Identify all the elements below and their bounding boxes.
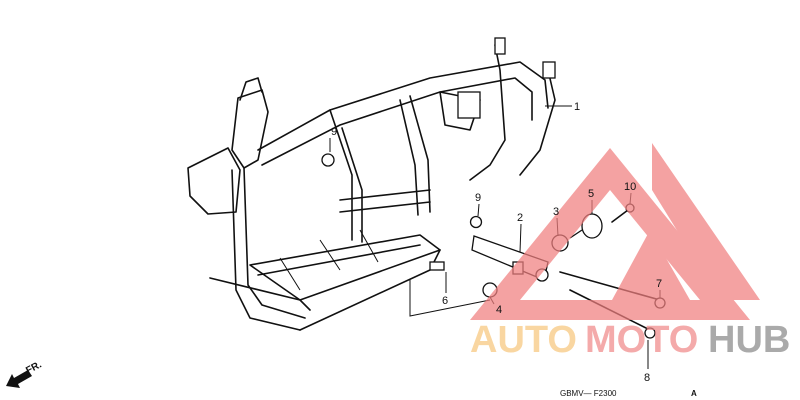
watermark-auto: AUTO — [470, 319, 577, 361]
direction-label: FR. — [24, 359, 44, 376]
callout-10: 10 — [624, 181, 636, 193]
callout-9-lower: 9 — [475, 192, 481, 204]
callout-5: 5 — [588, 188, 594, 200]
callout-7: 7 — [656, 278, 662, 290]
callout-1: 1 — [574, 101, 580, 113]
callouts: 1 2 3 4 5 6 7 8 9 9 10 — [331, 101, 662, 384]
callout-3: 3 — [553, 206, 559, 218]
watermark-hub: HUB — [708, 319, 790, 361]
callout-9-upper: 9 — [331, 126, 337, 138]
callout-6: 6 — [442, 295, 448, 307]
frame-body — [187, 37, 556, 331]
watermark-moto: MOTO — [585, 319, 698, 361]
nut-9-upper — [321, 153, 335, 167]
nut-9-lower — [469, 215, 483, 229]
callout-2: 2 — [517, 212, 523, 224]
drawing-variant: A — [691, 389, 697, 398]
callout-4: 4 — [496, 304, 502, 316]
bolt-10 — [611, 209, 629, 223]
clip-6 — [429, 261, 445, 271]
drawing-code: GBMV— F2300 — [560, 389, 617, 398]
watermark-logo: AUTO MOTO HUB — [470, 143, 790, 361]
callout-8: 8 — [644, 372, 650, 384]
front-direction-indicator: FR. — [6, 359, 44, 388]
arrow-left-down-icon — [6, 370, 32, 388]
